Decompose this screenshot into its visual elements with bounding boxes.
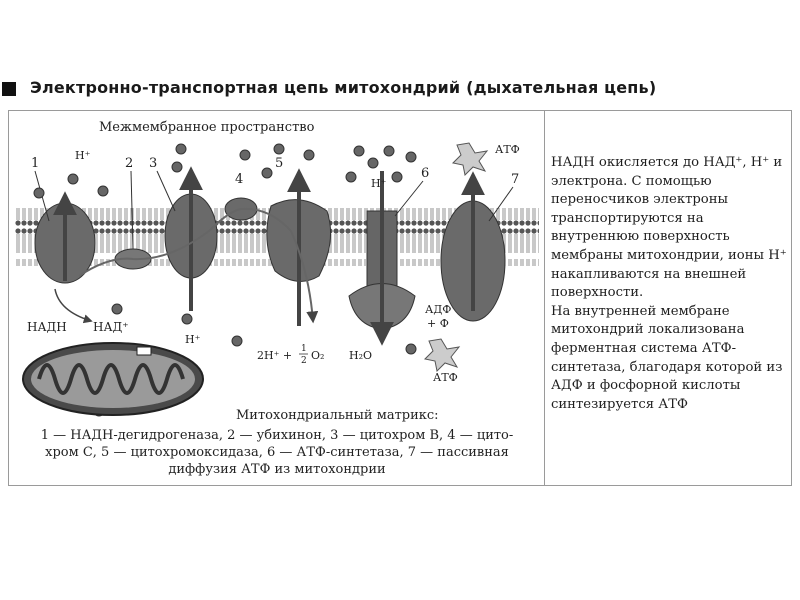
atp-star-bottom xyxy=(425,339,459,371)
plus-p-label: + Ф xyxy=(427,317,449,330)
legend-line: диффузия АТФ из митохондрии xyxy=(12,462,542,479)
mitochondrion-illustration xyxy=(23,343,203,415)
number-3: 3 xyxy=(149,156,157,171)
legend-line: 1 — НАДН-дегидрогеназа, 2 — убихинон, 3 … xyxy=(12,428,542,445)
o2-label: O₂ xyxy=(311,349,324,362)
h-plus-label-2: H⁺ xyxy=(371,177,387,190)
number-5: 5 xyxy=(275,156,283,171)
side-description: НАДН окисляется до НАД⁺, H⁺ и электрона.… xyxy=(551,154,787,414)
atp-label-bottom: АТФ xyxy=(433,371,458,384)
page-title: Электронно-транспортная цепь митохондрий… xyxy=(30,78,656,97)
number-2: 2 xyxy=(125,156,133,171)
number-1: 1 xyxy=(31,156,39,171)
water-label: H₂O xyxy=(349,349,372,362)
intermembrane-label: Межмембранное пространство xyxy=(99,120,315,135)
number-4: 4 xyxy=(235,172,243,187)
half-numerator: 1 xyxy=(301,344,307,354)
frame-divider xyxy=(544,110,545,486)
number-6: 6 xyxy=(421,166,429,181)
h-plus-label-3: H⁺ xyxy=(185,333,201,346)
legend-line: хром С, 5 — цитохромоксидаза, 6 — АТФ-си… xyxy=(12,445,542,462)
atp-star-top xyxy=(453,143,487,175)
nadh-label: НАДН xyxy=(27,320,67,334)
nad-plus-label: НАД⁺ xyxy=(93,320,129,334)
number-7: 7 xyxy=(511,172,519,187)
matrix-label: Митохондриальный матрикс: xyxy=(236,408,439,423)
complex-7-atp-diffusion xyxy=(441,176,505,321)
title-bullet xyxy=(2,82,16,96)
side-paragraph-1: НАДН окисляется до НАД⁺, H⁺ и электрона.… xyxy=(551,154,787,303)
legend: 1 — НАДН-дегидрогеназа, 2 — убихинон, 3 … xyxy=(12,428,542,478)
two-h-label: 2H⁺ + xyxy=(257,349,292,362)
adp-label: АДФ xyxy=(425,303,451,316)
nadh-arrow xyxy=(55,289,91,321)
side-paragraph-2: На внутренней мембране митохондрий локал… xyxy=(551,303,787,415)
atp-label-top: АТФ xyxy=(495,143,520,156)
half-denominator: 2 xyxy=(301,356,307,366)
h-plus-label-1: H⁺ xyxy=(75,149,91,162)
complex-3-cytochrome-b xyxy=(165,171,217,311)
title-row: Электронно-транспортная цепь митохондрий… xyxy=(0,76,800,102)
